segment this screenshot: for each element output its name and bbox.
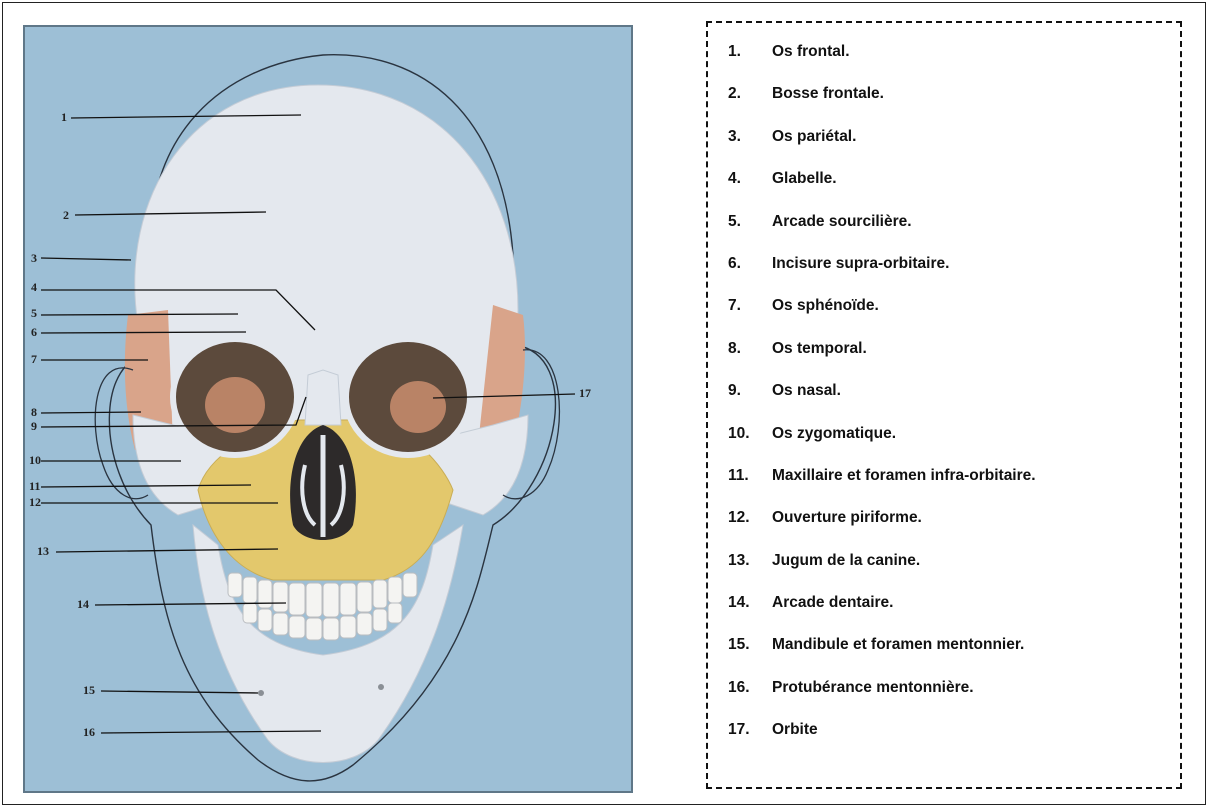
figure-label-7: 7 [31, 352, 37, 366]
legend-item: 6.Incisure supra-orbitaire. [728, 255, 1036, 297]
legend-number: 4. [728, 170, 772, 188]
figure-label-4: 4 [31, 280, 37, 294]
legend-number: 16. [728, 679, 772, 697]
legend-text: Os nasal. [772, 382, 841, 400]
legend-text: Jugum de la canine. [772, 552, 920, 570]
legend-item: 8.Os temporal. [728, 340, 1036, 382]
legend-number: 1. [728, 43, 772, 61]
legend-item: 5.Arcade sourcilière. [728, 213, 1036, 255]
legend-text: Os pariétal. [772, 128, 856, 146]
legend-box: 1.Os frontal. 2.Bosse frontale. 3.Os par… [706, 21, 1182, 789]
figure-label-8: 8 [31, 405, 37, 419]
nasal-bone [305, 370, 341, 425]
legend-item: 1.Os frontal. [728, 43, 1036, 85]
legend-item: 15.Mandibule et foramen mentonnier. [728, 636, 1036, 678]
figure-label-15: 15 [83, 683, 95, 697]
figure-label-12: 12 [29, 495, 41, 509]
mental-foramen-left [258, 690, 264, 696]
legend-text: Os frontal. [772, 43, 850, 61]
legend-number: 12. [728, 509, 772, 527]
legend-text: Protubérance mentonnière. [772, 679, 974, 697]
legend-text: Orbite [772, 721, 818, 739]
legend-number: 5. [728, 213, 772, 231]
figure-label-3: 3 [31, 251, 37, 265]
legend-text: Os sphénoïde. [772, 297, 879, 315]
legend-text: Arcade dentaire. [772, 594, 893, 612]
legend-text: Bosse frontale. [772, 85, 884, 103]
legend-item: 14.Arcade dentaire. [728, 594, 1036, 636]
figure-label-11: 11 [29, 479, 40, 493]
figure-label-17: 17 [579, 386, 591, 400]
legend-text: Mandibule et foramen mentonnier. [772, 636, 1024, 654]
orbit-left-floor [205, 377, 265, 433]
legend-item: 10.Os zygomatique. [728, 425, 1036, 467]
legend-number: 14. [728, 594, 772, 612]
orbit-right-floor [390, 381, 446, 433]
legend-text: Arcade sourcilière. [772, 213, 912, 231]
legend-number: 13. [728, 552, 772, 570]
legend-text: Os zygomatique. [772, 425, 896, 443]
legend-item: 3.Os pariétal. [728, 128, 1036, 170]
figure-label-2: 2 [63, 208, 69, 222]
legend-number: 8. [728, 340, 772, 358]
legend-text: Glabelle. [772, 170, 837, 188]
legend-text: Ouverture piriforme. [772, 509, 922, 527]
figure-label-1: 1 [61, 110, 67, 124]
legend-number: 17. [728, 721, 772, 739]
legend-item: 16.Protubérance mentonnière. [728, 679, 1036, 721]
legend-number: 10. [728, 425, 772, 443]
figure-label-13: 13 [37, 544, 49, 558]
figure-label-5: 5 [31, 306, 37, 320]
legend-item: 17.Orbite [728, 721, 1036, 763]
legend-number: 6. [728, 255, 772, 273]
figure-label-10: 10 [29, 453, 41, 467]
figure-label-9: 9 [31, 419, 37, 433]
legend-number: 7. [728, 297, 772, 315]
legend-item: 9.Os nasal. [728, 382, 1036, 424]
legend-text: Incisure supra-orbitaire. [772, 255, 949, 273]
legend-number: 11. [728, 467, 772, 485]
skull-illustration: 1 2 3 4 5 6 7 8 9 10 11 12 13 14 15 16 1… [23, 25, 633, 793]
legend-list: 1.Os frontal. 2.Bosse frontale. 3.Os par… [728, 43, 1036, 764]
legend-number: 2. [728, 85, 772, 103]
legend-number: 9. [728, 382, 772, 400]
legend-text: Maxillaire et foramen infra-orbitaire. [772, 467, 1036, 485]
legend-number: 3. [728, 128, 772, 146]
legend-item: 13.Jugum de la canine. [728, 552, 1036, 594]
mental-foramen-right [378, 684, 384, 690]
legend-number: 15. [728, 636, 772, 654]
legend-item: 11.Maxillaire et foramen infra-orbitaire… [728, 467, 1036, 509]
figure-label-16: 16 [83, 725, 95, 739]
figure-label-14: 14 [77, 597, 89, 611]
legend-item: 7.Os sphénoïde. [728, 297, 1036, 339]
legend-item: 12.Ouverture piriforme. [728, 509, 1036, 551]
figure-label-6: 6 [31, 325, 37, 339]
legend-text: Os temporal. [772, 340, 867, 358]
legend-item: 4.Glabelle. [728, 170, 1036, 212]
legend-item: 2.Bosse frontale. [728, 85, 1036, 127]
